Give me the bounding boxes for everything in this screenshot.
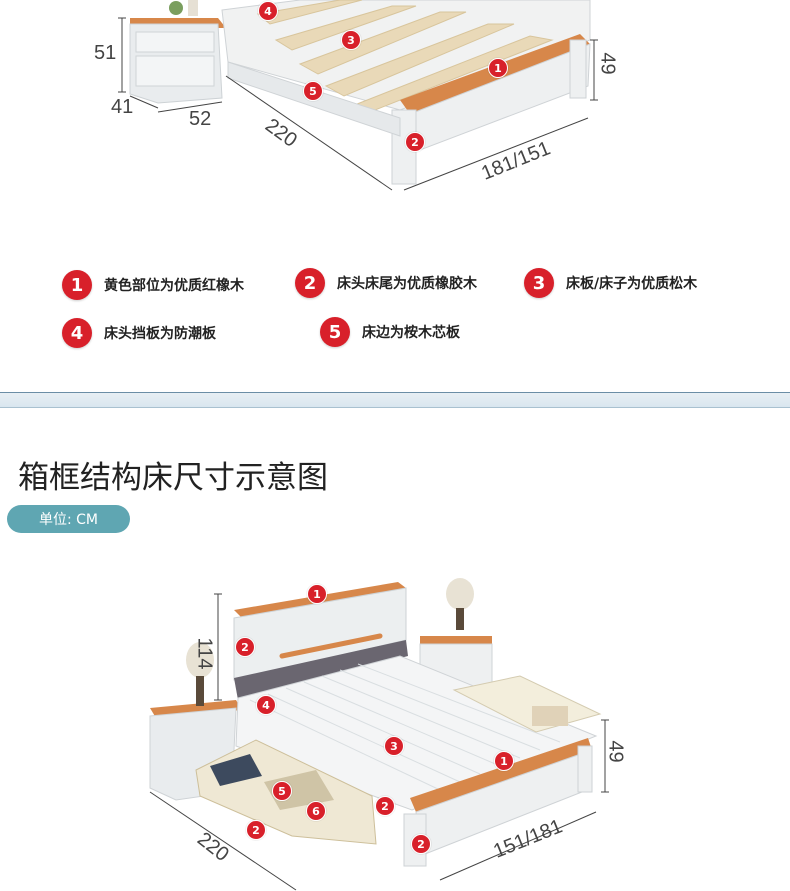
marker-1: 1 [307, 584, 327, 604]
marker-2: 2 [411, 834, 431, 854]
legend-badge: 4 [62, 318, 92, 348]
marker-1: 1 [488, 58, 508, 78]
dim-nightstand-depth: 41 [111, 96, 134, 118]
bottom-bed-illustration [149, 578, 609, 891]
marker-2: 2 [375, 796, 395, 816]
bottom-diagram: 114 49 220 151/181 1 2 4 3 1 5 6 2 2 2 [0, 560, 790, 891]
legend-badge: 5 [320, 317, 350, 347]
marker-2: 2 [405, 132, 425, 152]
dim-nightstand-height: 51 [94, 42, 117, 64]
legend-item-2: 2 床头床尾为优质橡胶木 [295, 268, 477, 298]
top-bed-illustration [118, 0, 598, 191]
section-divider [0, 392, 790, 408]
marker-4: 4 [258, 1, 278, 21]
legend-item-3: 3 床板/床子为优质松木 [524, 268, 697, 298]
dim-headboard-height: 114 [193, 637, 216, 670]
marker-2: 2 [235, 637, 255, 657]
top-diagram: 51 41 52 220 181/151 49 4 3 1 5 2 [0, 0, 790, 240]
legend-label: 床头挡板为防潮板 [104, 326, 216, 342]
unit-badge: 单位: CM [7, 505, 130, 533]
marker-2: 2 [246, 820, 266, 840]
dim-bed-height: 49 [596, 52, 619, 75]
marker-5: 5 [303, 81, 323, 101]
legend-item-5: 5 床边为桉木芯板 [320, 317, 460, 347]
legend-badge: 3 [524, 268, 554, 298]
marker-3: 3 [384, 736, 404, 756]
legend-item-1: 1 黄色部位为优质红橡木 [62, 270, 244, 300]
marker-3: 3 [341, 30, 361, 50]
marker-5: 5 [272, 781, 292, 801]
legend-label: 床头床尾为优质橡胶木 [337, 276, 477, 292]
dim-nightstand-width: 52 [189, 108, 212, 130]
dim-bed-height: 49 [604, 740, 627, 763]
legend-label: 床边为桉木芯板 [362, 325, 460, 341]
section-title: 箱框结构床尺寸示意图 [18, 460, 328, 496]
legend-label: 床板/床子为优质松木 [566, 276, 698, 292]
marker-4: 4 [256, 695, 276, 715]
legend-label: 黄色部位为优质红橡木 [104, 278, 244, 294]
marker-1: 1 [494, 751, 514, 771]
marker-6: 6 [306, 801, 326, 821]
legend-item-4: 4 床头挡板为防潮板 [62, 318, 216, 348]
legend-badge: 2 [295, 268, 325, 298]
legend-badge: 1 [62, 270, 92, 300]
